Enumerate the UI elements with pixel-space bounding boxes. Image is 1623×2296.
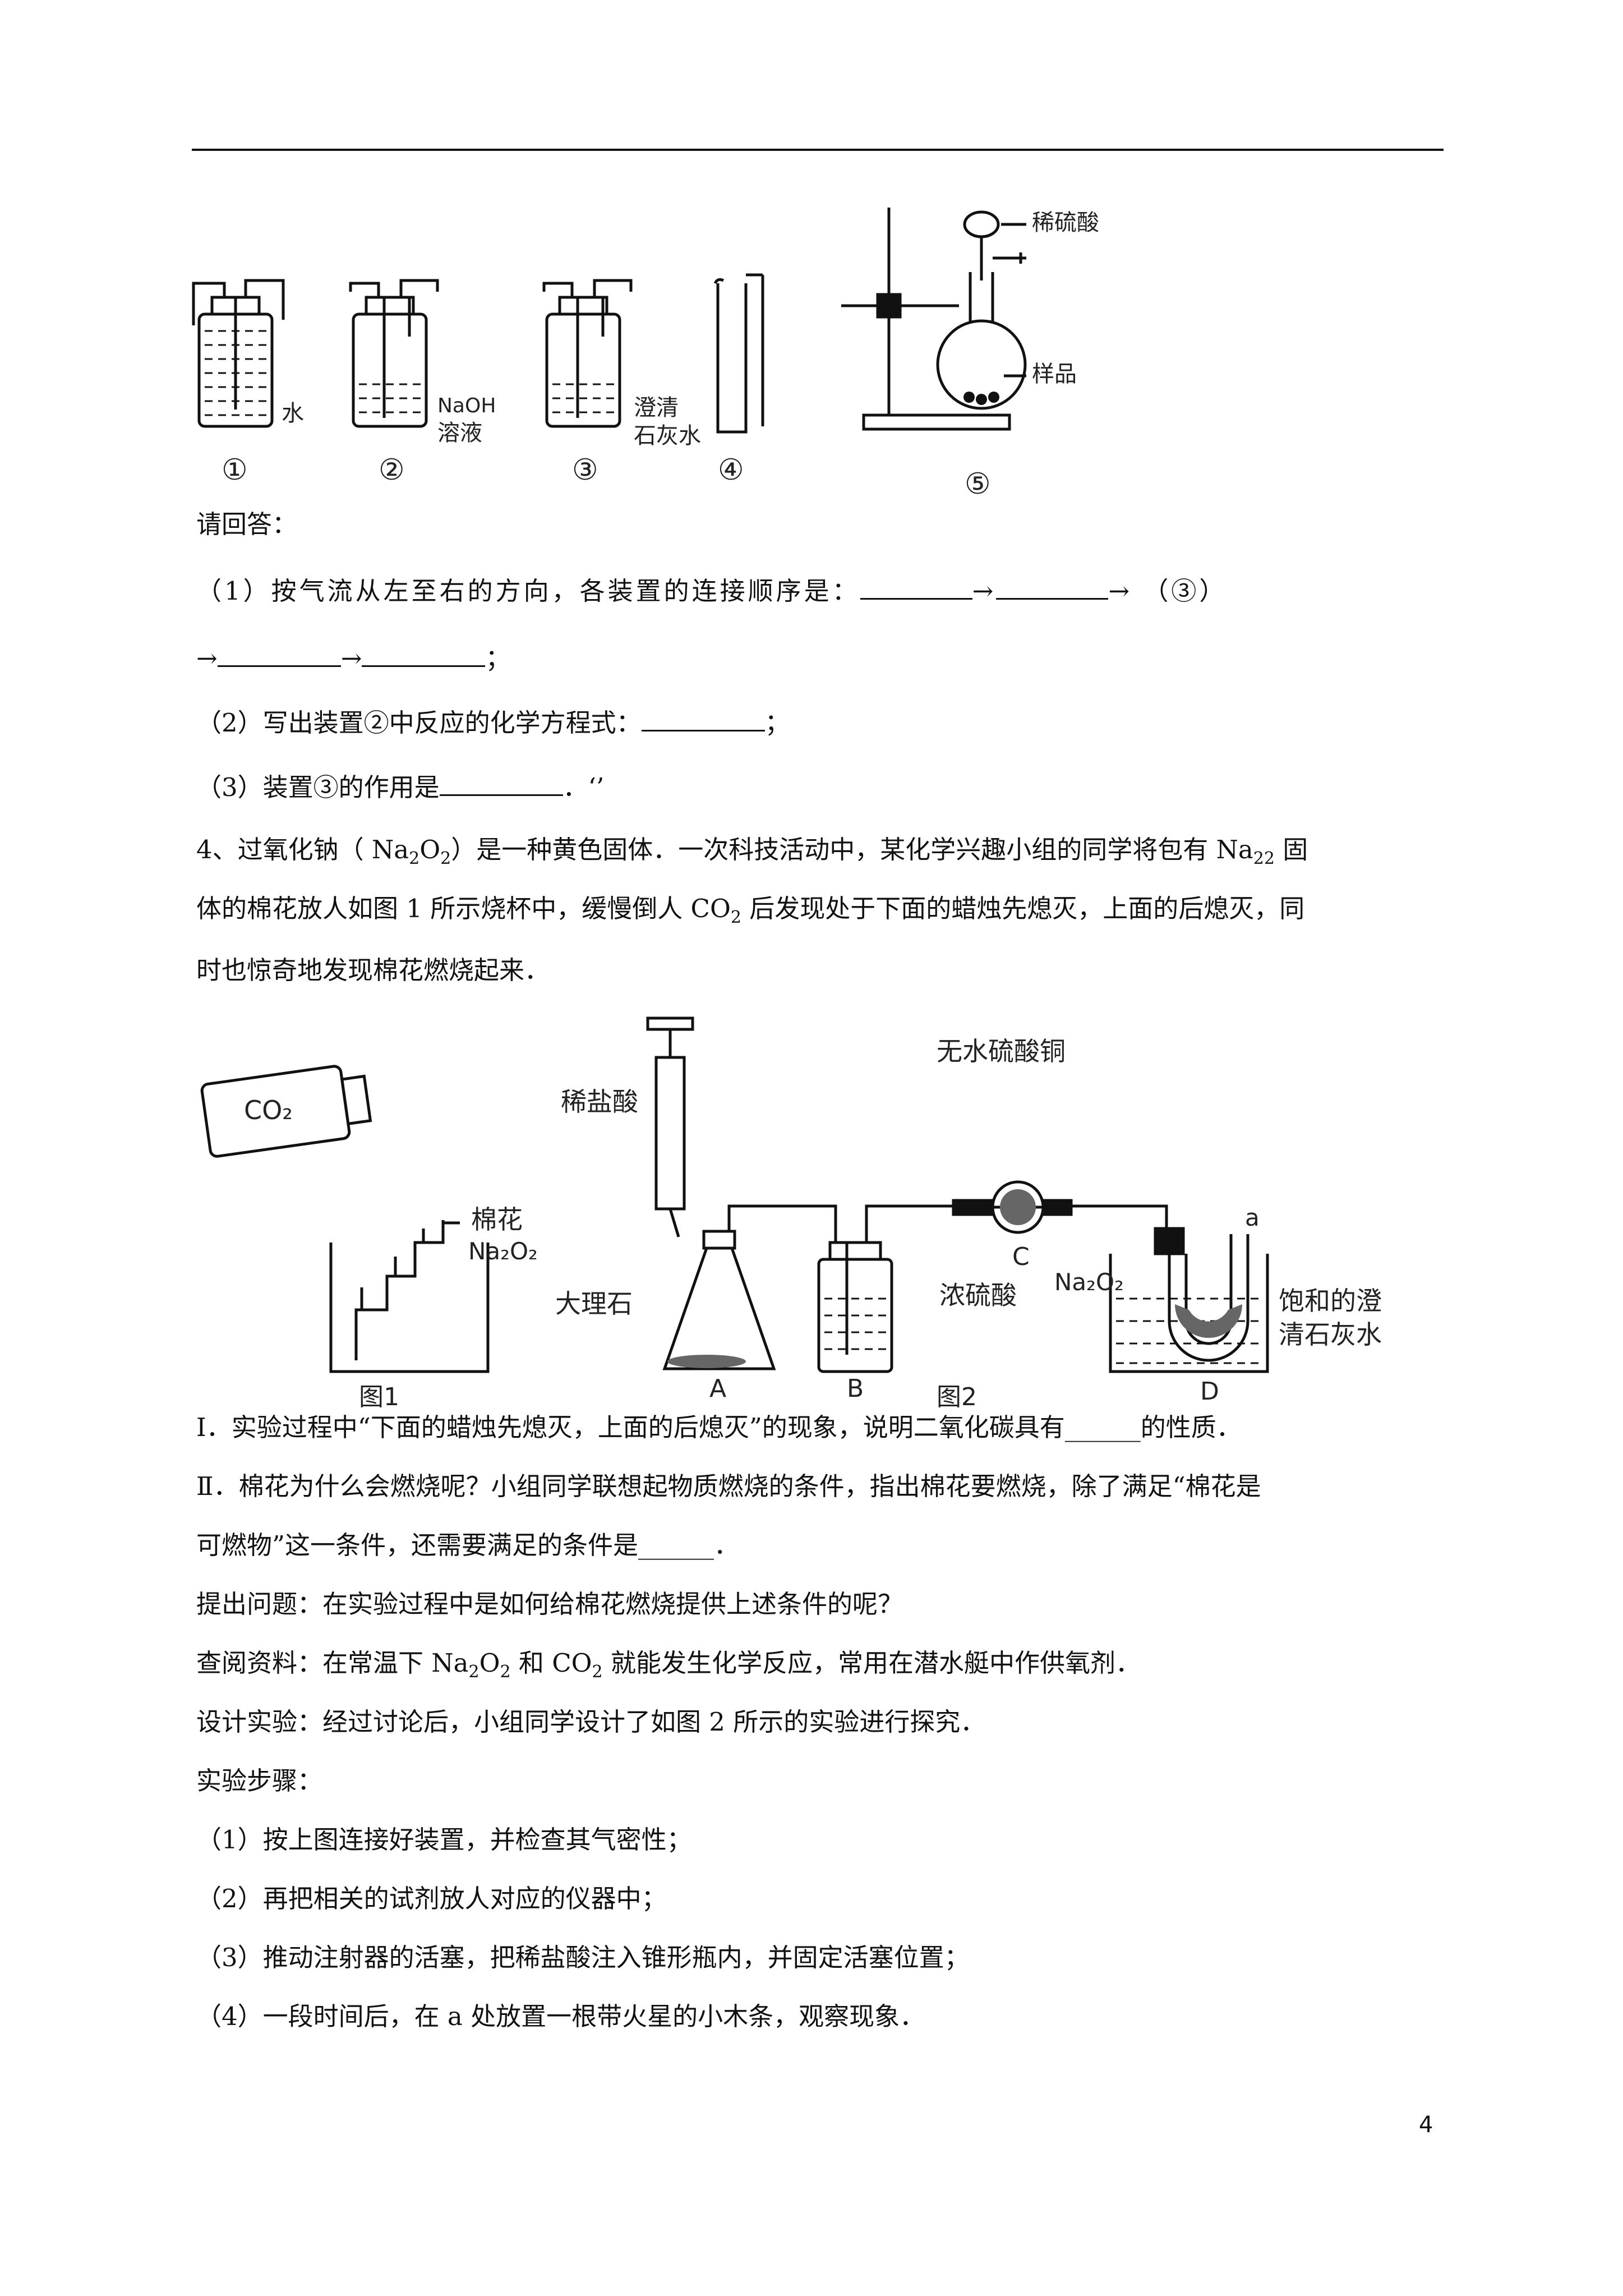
label-cotton: 棉花 bbox=[471, 1204, 523, 1235]
label-a: a bbox=[1245, 1204, 1260, 1231]
step-2: （2）再把相关的试剂放人对应的仪器中； bbox=[196, 1884, 667, 1913]
num-2: ② bbox=[379, 453, 405, 487]
num-3: ③ bbox=[572, 453, 598, 487]
label-naoh: NaOH bbox=[437, 394, 496, 417]
line-II-1: Ⅱ．棉花为什么会燃烧呢？小组同学联想起物质燃烧的条件，指出棉花要燃烧，除了满足“… bbox=[196, 1471, 1261, 1501]
answer-blank[interactable] bbox=[641, 704, 765, 731]
line-question: 提出问题：在实验过程中是如何给棉花燃烧提供上述条件的呢？ bbox=[196, 1589, 903, 1619]
label-B: B bbox=[847, 1374, 864, 1403]
q4-intro-2: 体的棉花放人如图 1 所示烧杯中，缓慢倒人 CO2 后发现处于下面的蜡烛先熄灭，… bbox=[196, 894, 1305, 927]
label-co2: CO₂ bbox=[244, 1095, 293, 1125]
label-marble: 大理石 bbox=[555, 1289, 633, 1319]
q3-item1-cont: →→； bbox=[196, 639, 510, 675]
answer-blank[interactable] bbox=[860, 572, 972, 600]
apparatus-figure-top: 水 NaOH 溶液 澄清 石灰水 稀硫酸 样品 ① ② ③ ④ ⑤ bbox=[192, 208, 1099, 501]
apparatus-figure-bottom: CO₂ 棉花 Na₂O₂ 图1 稀盐酸 大理石 无水硫酸铜 浓硫酸 Na₂O₂ … bbox=[200, 1016, 1382, 1411]
label-D: D bbox=[1200, 1377, 1219, 1406]
label-A: A bbox=[709, 1374, 726, 1403]
label-water: 水 bbox=[282, 401, 304, 426]
page-number: 4 bbox=[1419, 2112, 1433, 2138]
q3-item1: （1）按气流从左至右的方向，各装置的连接顺序是：→→ （③） bbox=[196, 572, 1227, 608]
num-1: ① bbox=[222, 453, 248, 487]
label-anhydrous-cuso4: 无水硫酸铜 bbox=[937, 1036, 1066, 1066]
label-dilute-hcl: 稀盐酸 bbox=[561, 1087, 638, 1117]
label-dilute-sulfuric: 稀硫酸 bbox=[1032, 210, 1099, 236]
fig2-caption: 图2 bbox=[937, 1383, 977, 1411]
line-I: I．实验过程中“下面的蜡烛先熄灭，上面的后熄灭”的现象，说明二氧化碳具有____… bbox=[196, 1412, 1242, 1442]
answer-blank[interactable] bbox=[439, 769, 563, 796]
answer-blank[interactable] bbox=[996, 572, 1109, 600]
num-4: ④ bbox=[718, 453, 744, 487]
fig1-caption: 图1 bbox=[359, 1383, 399, 1411]
header-rule bbox=[192, 149, 1444, 151]
q3-prompt: 请回答： bbox=[196, 509, 298, 539]
q3-item3: （3）装置③的作用是．‘’ bbox=[196, 769, 604, 804]
q4-intro-1: 4、过氧化钠（ Na2O2）是一种黄色固体．一次科技活动中，某化学兴趣小组的同学… bbox=[196, 835, 1308, 868]
line-reference: 查阅资料：在常温下 Na2O2 和 CO2 就能发生化学反应，常用在潜水艇中作供… bbox=[196, 1648, 1141, 1682]
line-II-2: 可燃物”这一条件，还需要满足的条件是______． bbox=[196, 1530, 740, 1560]
label-sat-limewater-1: 饱和的澄 bbox=[1279, 1286, 1382, 1316]
step-1: （1）按上图连接好装置，并检查其气密性； bbox=[196, 1825, 692, 1855]
label-na2o2: Na₂O₂ bbox=[1054, 1268, 1124, 1296]
step-4: （4）一段时间后，在 a 处放置一根带火星的小木条，观察现象． bbox=[196, 2001, 925, 2031]
steps-title: 实验步骤： bbox=[196, 1766, 323, 1796]
q4-intro-3: 时也惊奇地发现棉花燃烧起来． bbox=[196, 955, 550, 985]
label-sat-limewater-2: 清石灰水 bbox=[1279, 1319, 1382, 1350]
answer-blank[interactable] bbox=[362, 639, 486, 667]
label-sample: 样品 bbox=[1032, 361, 1077, 387]
step-3: （3）推动注射器的活塞，把稀盐酸注入锥形瓶内，并固定活塞位置； bbox=[196, 1943, 970, 1972]
num-5: ⑤ bbox=[965, 467, 991, 501]
label-na2o2-cotton: Na₂O₂ bbox=[468, 1237, 538, 1265]
label-limewater-1: 澄清 bbox=[634, 395, 679, 421]
answer-blank[interactable] bbox=[217, 639, 341, 667]
label-C: C bbox=[1012, 1243, 1030, 1271]
label-conc-h2so4: 浓硫酸 bbox=[939, 1280, 1017, 1310]
label-naoh-solution: 溶液 bbox=[437, 420, 482, 446]
q3-item2: （2）写出装置②中反应的化学方程式：； bbox=[196, 704, 790, 740]
line-design: 设计实验：经过讨论后，小组同学设计了如图 2 所示的实验进行探究． bbox=[196, 1707, 986, 1737]
label-limewater-2: 石灰水 bbox=[634, 423, 701, 449]
